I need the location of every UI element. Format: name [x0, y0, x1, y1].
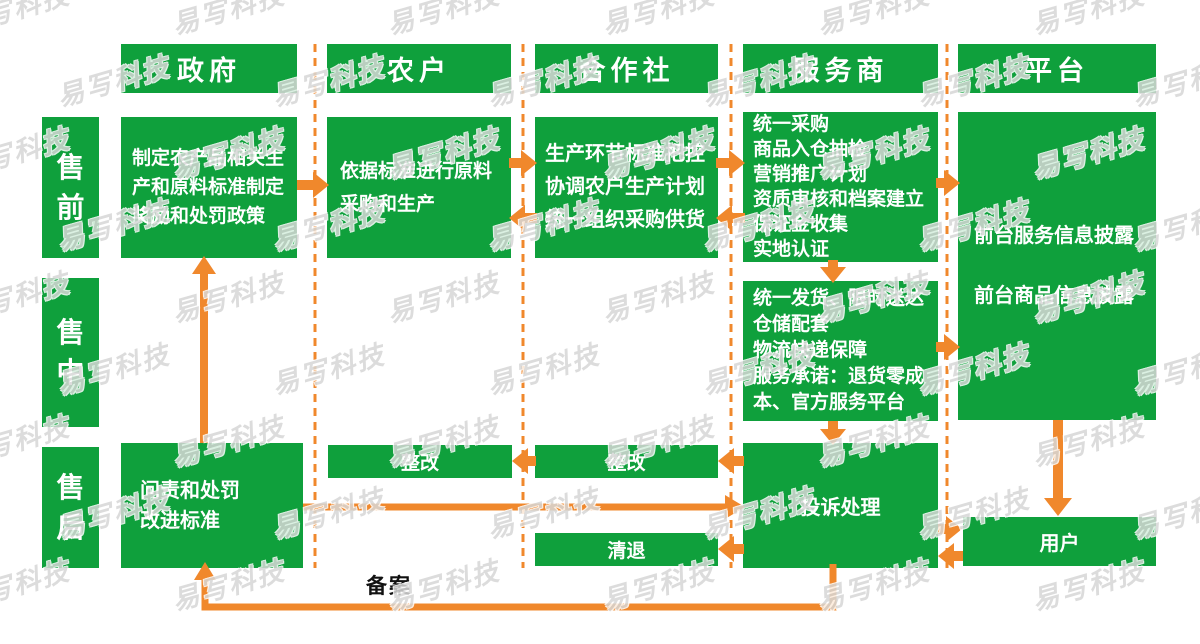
- box-government-presale-text: 制定农产品相关生产和原料标准制定 奖励和处罚政策: [132, 148, 285, 227]
- watermark-text: 易写科技: [1028, 0, 1149, 41]
- flow-arrow: [938, 543, 963, 569]
- box-service-provider-presale-text: 统一采购 商品入仓抽检 营销推广计划 资质审核和档案建立 保证金收集 实地认证: [753, 114, 925, 260]
- flow-arrow: [938, 516, 962, 542]
- box-cooperative-presale: 生产环节标准把控 协调农户生产计划 统一组织采购供货: [535, 117, 718, 258]
- box-user: 用户: [963, 517, 1156, 566]
- watermark-text: 易写科技: [168, 0, 289, 41]
- stage-label-midsale: 售中: [42, 278, 99, 427]
- box-service-provider-midsale-text: 统一发货、限时送达 仓储配套 物流快递保障 服务承诺：退货零成本、官方服务平台: [753, 288, 925, 413]
- flow-arrow: [716, 150, 745, 176]
- box-complaint-handling: 投诉处理: [743, 443, 938, 568]
- box-farmer-presale-text: 依据标准进行原料采购和生产: [340, 160, 493, 215]
- flow-arrow: [820, 421, 846, 445]
- flow-arrow: [297, 172, 329, 198]
- box-government-presale: 制定农产品相关生产和原料标准制定 奖励和处罚政策: [121, 117, 297, 258]
- box-withdraw-text: 清退: [607, 541, 646, 562]
- stage-label-postsale: 售后: [42, 447, 99, 568]
- flow-arrow: [936, 170, 960, 196]
- flow-arrow: [718, 448, 744, 474]
- flow-arrow: [716, 205, 745, 231]
- column-header-farmer: 农户: [327, 44, 511, 93]
- flow-arrow: [820, 260, 846, 283]
- stage-label-presale-text: 售前: [56, 151, 85, 223]
- box-rectify-cooperative: 整改: [535, 445, 718, 478]
- box-rectify-farmer: 整改: [328, 445, 512, 478]
- watermark-text: 易写科技: [483, 339, 604, 401]
- stage-label-midsale-text: 售中: [56, 316, 85, 388]
- box-farmer-presale: 依据标准进行原料采购和生产: [327, 117, 511, 258]
- box-platform-disclosure-text: 前台服务信息披露 前台商品信息披露: [974, 225, 1134, 307]
- watermark-text: 易写科技: [268, 339, 389, 401]
- box-rectify-cooperative-text: 整改: [607, 453, 646, 474]
- box-government-postsale: 问责和处罚 改进标准: [121, 443, 303, 568]
- watermark-text: 易写科技: [598, 0, 719, 41]
- flow-arrow: [718, 536, 744, 562]
- box-service-provider-midsale: 统一发货、限时送达 仓储配套 物流快递保障 服务承诺：退货零成本、官方服务平台: [743, 281, 938, 421]
- watermark-text: 易写科技: [383, 267, 504, 329]
- flow-arrow: [509, 150, 537, 176]
- box-withdraw: 清退: [535, 533, 718, 566]
- box-rectify-farmer-text: 整改: [400, 453, 439, 474]
- box-complaint-handling-text: 投诉处理: [800, 497, 881, 519]
- box-service-provider-presale: 统一采购 商品入仓抽检 营销推广计划 资质审核和档案建立 保证金收集 实地认证: [743, 112, 938, 262]
- flow-arrow: [512, 448, 536, 474]
- column-header-cooperative: 合作社: [535, 44, 718, 93]
- box-government-postsale-text: 问责和处罚 改进标准: [140, 479, 240, 532]
- watermark-text: 易写科技: [168, 267, 289, 329]
- stage-label-postsale-text: 售后: [56, 471, 85, 543]
- watermark-text: 易写科技: [383, 0, 504, 41]
- box-user-text: 用户: [1039, 533, 1080, 555]
- column-header-service-provider: 服务商: [743, 44, 938, 93]
- flow-arrow: [192, 256, 216, 443]
- flow-arrow: [1044, 420, 1072, 516]
- column-header-government: 政府: [121, 44, 297, 93]
- filing-label: 备案: [366, 575, 412, 598]
- watermark-text: 易写科技: [813, 0, 934, 41]
- watermark-text: 易写科技: [0, 0, 74, 41]
- flow-arrow: [509, 205, 537, 231]
- column-header-platform: 平台: [958, 44, 1156, 93]
- box-platform-disclosure: 前台服务信息披露 前台商品信息披露: [958, 112, 1156, 420]
- filing-route-line: [201, 564, 837, 611]
- stage-label-presale: 售前: [42, 117, 99, 258]
- flow-arrow: [936, 334, 960, 360]
- flow-arrow: [303, 495, 745, 519]
- watermark-text: 易写科技: [598, 267, 719, 329]
- box-cooperative-presale-text: 生产环节标准把控 协调农户生产计划 统一组织采购供货: [545, 143, 705, 231]
